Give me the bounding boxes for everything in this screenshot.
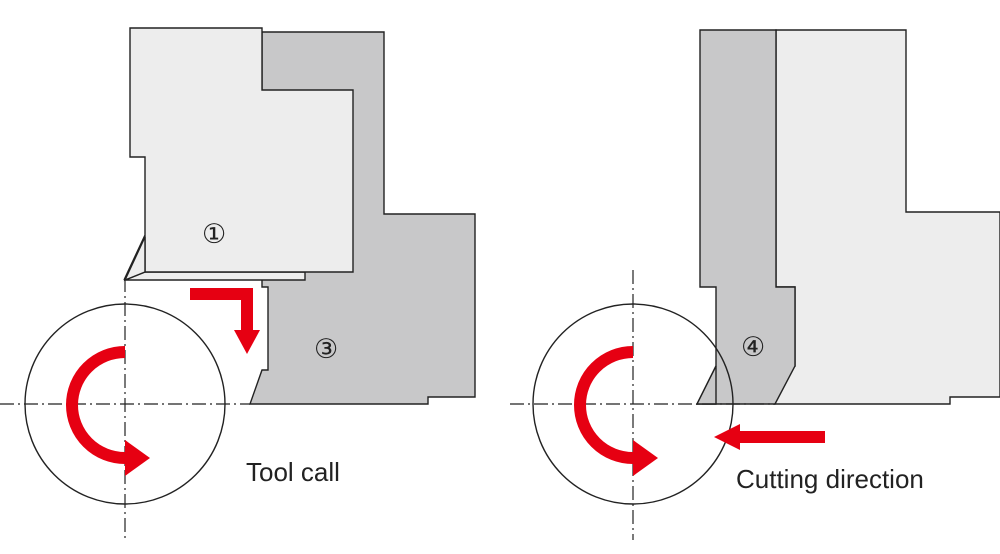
rotation-arrowhead-left — [125, 440, 150, 476]
rotation-arrow-right — [574, 346, 634, 464]
part-4-wedge — [695, 365, 717, 405]
cutting-direction-arrowhead — [714, 424, 740, 450]
tool-call-arrowhead — [234, 330, 260, 354]
tool-call-arrow — [190, 288, 253, 332]
left-panel: ① ③ Tool call — [0, 27, 476, 540]
label-part-4: ④ — [741, 332, 765, 363]
label-tool-call: Tool call — [246, 457, 340, 487]
part-1-plate — [124, 271, 306, 281]
right-large-part — [772, 29, 1000, 405]
rotation-arrow-left — [66, 346, 126, 464]
part-1-wedge — [123, 236, 146, 282]
label-part-3: ③ — [314, 334, 338, 365]
right-panel: ④ Cutting direction — [510, 29, 1000, 540]
label-cutting-direction: Cutting direction — [736, 464, 924, 494]
label-part-1: ① — [202, 219, 226, 250]
rotation-arrowhead-right — [633, 440, 658, 476]
